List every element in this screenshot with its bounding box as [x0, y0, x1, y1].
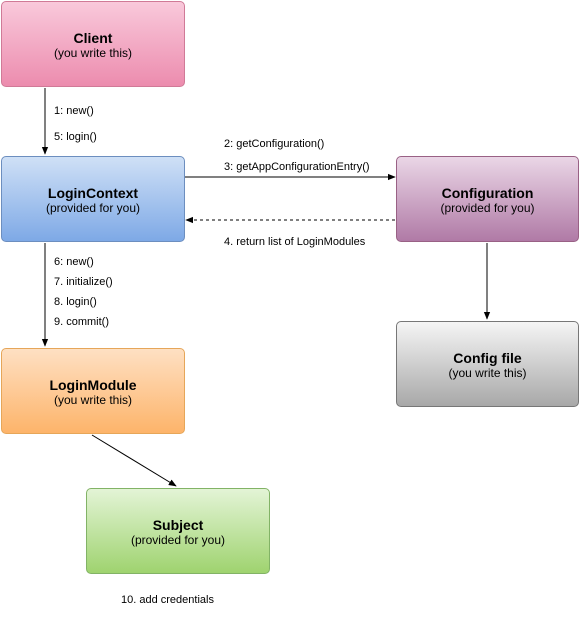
- edge-label-get-configuration: 2: getConfiguration(): [224, 138, 325, 150]
- edge-label-login: 5: login(): [54, 131, 97, 143]
- loginmodule-node: LoginModule (you write this): [1, 348, 185, 434]
- configfile-subtitle: (you write this): [448, 366, 527, 380]
- edge-label-module-new: 6: new(): [54, 256, 94, 268]
- configuration-title: Configuration: [441, 185, 534, 201]
- subject-node: Subject (provided for you): [86, 488, 270, 574]
- subject-subtitle: (provided for you): [130, 533, 226, 547]
- edge-loginmodule-to-subject: [91, 434, 177, 487]
- edge-label-add-credentials: 10. add credentials: [121, 594, 214, 606]
- loginmodule-subtitle: (you write this): [53, 393, 133, 407]
- configfile-node: Config file (you write this): [396, 321, 579, 407]
- configuration-subtitle: (provided for you): [440, 201, 535, 215]
- edge-label-return-login-modules: 4. return list of LoginModules: [224, 236, 366, 248]
- logincontext-node: LoginContext (provided for you): [1, 156, 185, 242]
- edge-label-new: 1: new(): [54, 105, 94, 117]
- subject-title: Subject: [152, 517, 204, 533]
- logincontext-title: LoginContext: [47, 185, 139, 201]
- configuration-node: Configuration (provided for you): [396, 156, 579, 242]
- client-title: Client: [73, 30, 113, 46]
- logincontext-subtitle: (provided for you): [45, 201, 141, 215]
- client-node: Client (you write this): [1, 1, 185, 87]
- configfile-title: Config file: [453, 350, 522, 366]
- loginmodule-title: LoginModule: [49, 377, 137, 393]
- client-subtitle: (you write this): [53, 46, 133, 60]
- edge-label-module-login: 8. login(): [54, 296, 97, 308]
- edge-label-initialize: 7. initialize(): [54, 276, 113, 288]
- edge-label-commit: 9. commit(): [54, 316, 109, 328]
- edge-label-get-app-configuration-entry: 3: getAppConfigurationEntry(): [224, 161, 370, 173]
